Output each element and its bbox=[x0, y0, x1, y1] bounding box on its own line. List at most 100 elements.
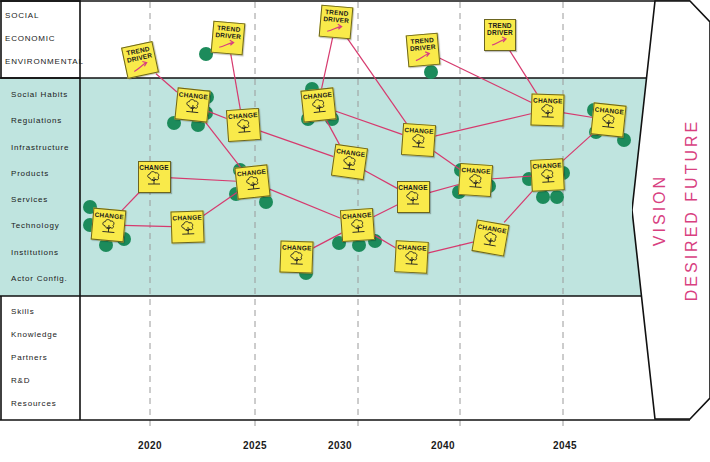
tree-trunk bbox=[412, 140, 424, 148]
change-label: CHANGE bbox=[533, 96, 563, 104]
category-label: SOCIAL bbox=[5, 11, 80, 21]
change-note: CHANGE bbox=[330, 144, 367, 180]
change-label: CHANGE bbox=[341, 211, 371, 220]
change-note: CHANGE bbox=[225, 108, 260, 142]
tree-trunk bbox=[541, 175, 553, 183]
connector bbox=[425, 242, 474, 254]
category-label: Products bbox=[11, 169, 80, 179]
connector bbox=[561, 112, 593, 117]
category-label: R&D bbox=[11, 376, 80, 386]
change-label: CHANGE bbox=[397, 243, 427, 252]
connector bbox=[490, 176, 533, 179]
tree-trunk bbox=[185, 104, 198, 112]
change-note: CHANGE bbox=[170, 210, 204, 243]
connector bbox=[123, 225, 173, 226]
change-label: CHANGE bbox=[302, 91, 332, 101]
change-label: CHANGE bbox=[236, 168, 266, 178]
change-note: CHANGE bbox=[90, 208, 126, 243]
change-note: CHANGE bbox=[400, 123, 435, 157]
category-list: SOCIALECONOMICENVIRONMENTAL bbox=[0, 0, 80, 78]
vision-text: VISIONDESIRED FUTURE bbox=[644, 60, 708, 360]
tree-trunk bbox=[237, 125, 249, 133]
change-note: CHANGE bbox=[394, 240, 429, 274]
tree-trunk bbox=[405, 257, 417, 265]
trend-arrow-icon bbox=[414, 50, 433, 62]
category-label: Knowledge bbox=[11, 330, 80, 340]
tree-trunk bbox=[312, 104, 325, 112]
connector bbox=[156, 74, 177, 92]
vision-label: VISION bbox=[644, 60, 676, 360]
category-label: Resources bbox=[11, 399, 80, 409]
change-label: CHANGE bbox=[398, 184, 427, 191]
category-label: Social Habits bbox=[11, 90, 80, 100]
tree-crown bbox=[342, 156, 354, 166]
tree-icon bbox=[349, 218, 366, 233]
trend-driver-note: TREND DRIVER bbox=[211, 21, 246, 56]
frame-lines bbox=[0, 1, 690, 420]
tree-crown bbox=[407, 192, 418, 201]
tree-trunk bbox=[101, 224, 114, 232]
tree-trunk bbox=[290, 257, 302, 264]
tree-trunk bbox=[181, 227, 193, 234]
change-note: CHANGE bbox=[339, 208, 374, 242]
connector bbox=[508, 48, 538, 96]
tree-trunk bbox=[148, 177, 160, 184]
category-label: ECONOMIC bbox=[5, 34, 80, 44]
connector bbox=[346, 36, 408, 126]
tree-crown bbox=[601, 114, 613, 124]
tree-icon bbox=[466, 173, 483, 188]
tree-crown bbox=[101, 219, 113, 229]
change-label: CHANGE bbox=[178, 91, 208, 101]
connector bbox=[122, 190, 142, 211]
tree-icon bbox=[183, 98, 200, 114]
green-dot bbox=[550, 190, 564, 204]
tree-icon bbox=[309, 98, 326, 114]
tree-icon bbox=[409, 133, 426, 148]
connector bbox=[267, 188, 342, 219]
tree-icon bbox=[539, 169, 556, 184]
change-label: CHANGE bbox=[461, 166, 491, 175]
tree-icon bbox=[146, 171, 162, 185]
year-label: 2045 bbox=[553, 440, 577, 451]
tree-icon bbox=[288, 251, 304, 266]
green-dot bbox=[536, 190, 550, 204]
change-note: CHANGE bbox=[530, 93, 564, 126]
category-label: Technology bbox=[11, 221, 80, 231]
trend-arrow-icon bbox=[326, 22, 345, 34]
tree-icon bbox=[243, 175, 260, 191]
trend-label: TREND DRIVER bbox=[214, 24, 243, 40]
tree-trunk bbox=[541, 110, 553, 117]
year-label: 2030 bbox=[328, 440, 352, 451]
category-list: Social HabitsRegulationsInfrastructurePr… bbox=[0, 78, 80, 296]
category-list: SkillsKnowledgePartnersR&DResources bbox=[0, 296, 80, 420]
tree-icon bbox=[599, 113, 616, 129]
change-label: CHANGE bbox=[532, 161, 562, 170]
green-dots bbox=[83, 47, 631, 280]
tree-crown bbox=[185, 99, 197, 109]
tree-trunk bbox=[246, 181, 259, 189]
tree-trunk bbox=[351, 225, 363, 233]
category-label: Actor Config. bbox=[11, 274, 80, 284]
vision-label: DESIRED FUTURE bbox=[676, 60, 708, 360]
change-label: CHANGE bbox=[594, 106, 624, 116]
category-label: Partners bbox=[11, 353, 80, 363]
category-label: Infrastructure bbox=[11, 143, 80, 153]
trend-arrow bbox=[327, 23, 342, 32]
trend-arrow bbox=[415, 51, 430, 60]
tree-crown bbox=[148, 172, 159, 181]
change-label: CHANGE bbox=[139, 164, 168, 171]
change-note: CHANGE bbox=[279, 240, 313, 273]
trend-label: TREND DRIVER bbox=[486, 22, 514, 36]
connector bbox=[365, 171, 400, 190]
year-label: 2040 bbox=[431, 440, 455, 451]
tree-trunk bbox=[469, 180, 481, 188]
change-band bbox=[0, 78, 655, 296]
connector bbox=[433, 113, 533, 136]
connector bbox=[310, 233, 342, 250]
tree-icon bbox=[235, 118, 252, 133]
trend-arrow bbox=[492, 37, 506, 45]
connector bbox=[427, 184, 461, 193]
green-dot bbox=[424, 65, 438, 79]
connector bbox=[168, 178, 237, 182]
